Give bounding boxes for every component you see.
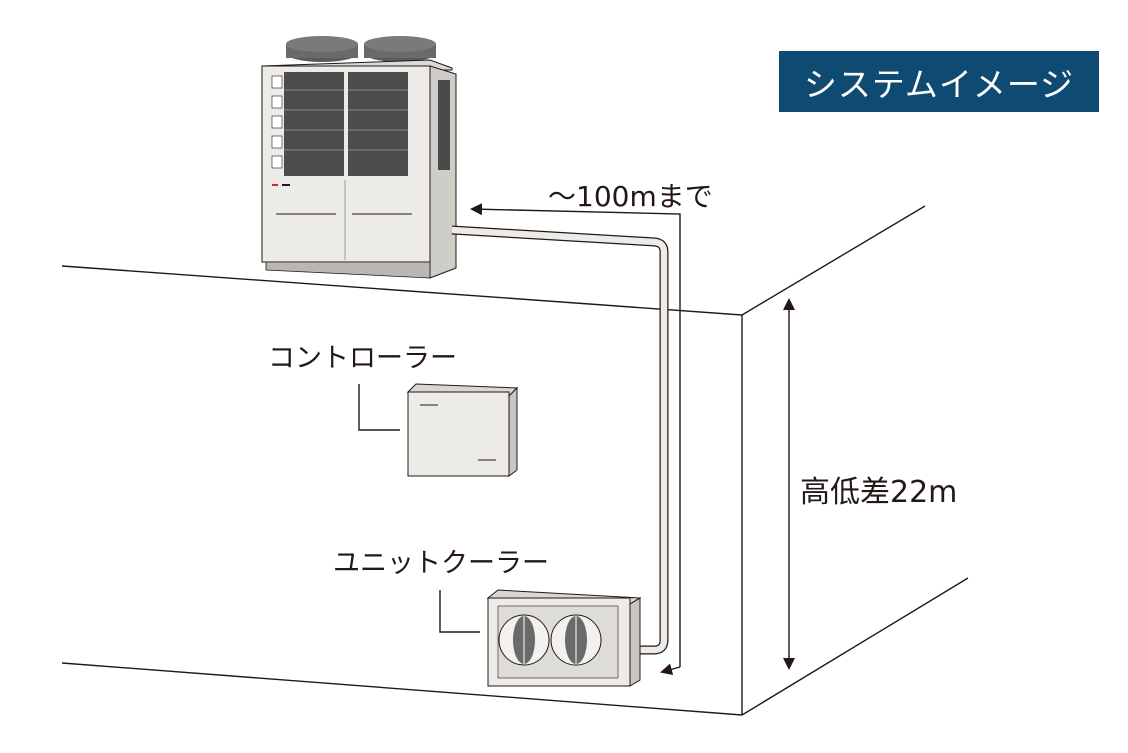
- controller-box: [406, 383, 519, 477]
- outdoor-unit: [261, 36, 457, 279]
- controller-leader: [358, 384, 400, 431]
- refrigerant-pipe: [451, 225, 669, 655]
- distance-label: 〜100mまで: [548, 180, 713, 213]
- height-difference-label: 高低差22m: [800, 475, 958, 510]
- title-badge-bg: [779, 51, 1099, 112]
- unit-cooler: [486, 589, 642, 687]
- cooler-leader: [439, 590, 480, 633]
- distance-arrow: [470, 203, 681, 676]
- building-outline: [61, 205, 969, 716]
- controller-label: コントローラー: [268, 343, 457, 374]
- title-badge: システムイメージ: [803, 64, 1075, 104]
- unit-cooler-label: ユニットクーラー: [333, 548, 549, 579]
